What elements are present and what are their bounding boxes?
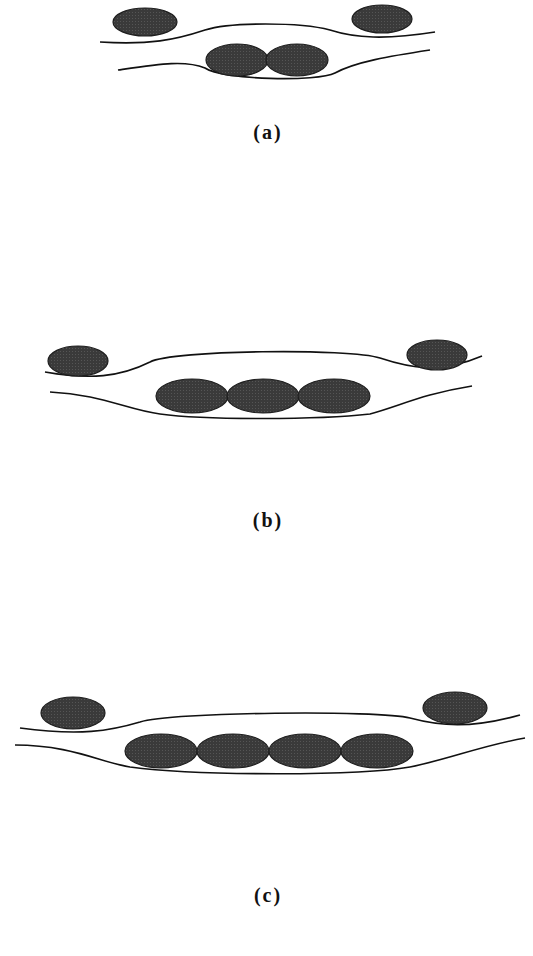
bead (206, 44, 268, 76)
bead (269, 734, 341, 768)
bead (423, 692, 487, 724)
bead (113, 8, 177, 36)
panel-label: (c) (254, 884, 282, 907)
panel-c-drawing (15, 692, 525, 774)
bead (298, 379, 370, 413)
panel-label: (b) (253, 509, 283, 532)
bead (197, 734, 269, 768)
bead (407, 340, 467, 370)
panel-label: (a) (253, 121, 282, 144)
bead (266, 44, 328, 76)
bead (352, 5, 412, 33)
bead (341, 734, 413, 768)
bead (41, 697, 105, 729)
panel-b-drawing (45, 340, 482, 419)
bead (125, 734, 197, 768)
bead (48, 346, 108, 376)
bead (156, 379, 228, 413)
panel-a-drawing (100, 5, 435, 79)
bead (227, 379, 299, 413)
